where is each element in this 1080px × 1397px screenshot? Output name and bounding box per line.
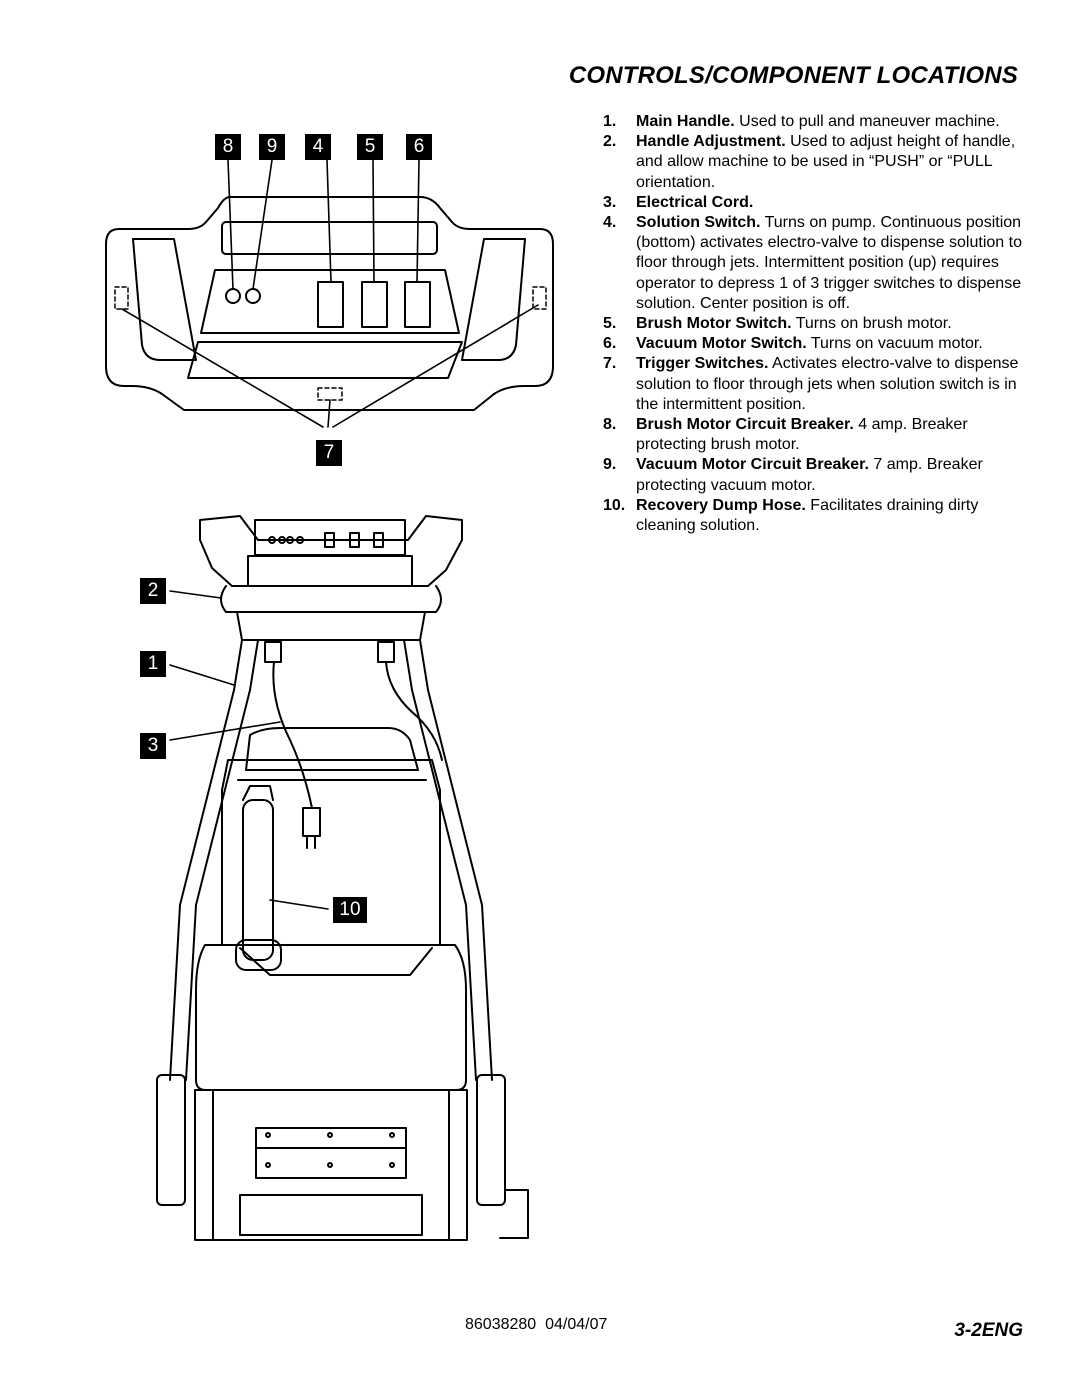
legend-number: 9. [603, 456, 617, 474]
legend-number: 1. [603, 113, 617, 130]
callout-6: 6 [406, 134, 432, 160]
legend-item: 10. Recovery Dump Hose. Facilitates drain… [603, 496, 1023, 536]
legend-name: Vacuum Motor Switch. [636, 335, 807, 353]
legend-number: 3. [603, 193, 617, 211]
legend-name: Brush Motor Switch. [636, 315, 792, 333]
top-leader-lines [121, 159, 539, 428]
legend-item: 8. Brush Motor Circuit Breaker. 4 amp. Br… [603, 415, 1023, 455]
callout-5: 5 [357, 134, 383, 160]
legend-item: 9. Vacuum Motor Circuit Breaker. 7 amp. B… [603, 455, 1023, 495]
legend-item: 5. Brush Motor Switch. Turns on brush mot… [603, 314, 1023, 334]
legend-item: 7. Trigger Switches. Activates electro-va… [603, 354, 1023, 415]
legend-description: Used to pull and maneuver machine. [734, 113, 1000, 130]
legend-item: 3. Electrical Cord. [603, 193, 1023, 213]
control-panel-drawing [105, 196, 554, 411]
legend-name: Main Handle. [636, 113, 735, 130]
legend-description: Activates electro-valve to dispense solu… [636, 355, 1019, 413]
legend-number: 7. [603, 355, 617, 373]
legend-number: 10. [603, 496, 626, 514]
legend-number: 4. [603, 214, 617, 232]
legend-name: Trigger Switches. [636, 355, 769, 373]
machine-drawing [156, 515, 529, 1241]
callout-10: 10 [333, 897, 367, 923]
callout-2: 2 [140, 578, 166, 604]
page-number: 3-2ENG [954, 1320, 1023, 1341]
legend-description: Facilitates draining dirty cleaning solu… [636, 496, 979, 535]
legend-name: Electrical Cord. [636, 193, 754, 211]
legend-name: Vacuum Motor Circuit Breaker. [636, 456, 869, 474]
document-code: 86038280 04/04/07 [465, 1316, 608, 1333]
legend-number: 8. [603, 416, 617, 434]
legend-description: Turns on brush motor. [791, 315, 952, 333]
callout-9: 9 [259, 134, 285, 160]
callout-4: 4 [305, 134, 331, 160]
callout-7: 7 [316, 440, 342, 466]
legend-item: 2. Handle Adjustment. Used to adjust heig… [603, 132, 1023, 193]
legend-item: 6. Vacuum Motor Switch. Turns on vacuum m… [603, 334, 1023, 354]
legend-number: 6. [603, 335, 617, 353]
legend-description: Turns on vacuum motor. [806, 335, 983, 353]
bottom-leader-lines [169, 590, 329, 910]
legend-item: 4. Solution Switch. Turns on pump. Contin… [603, 213, 1023, 314]
legend-number: 2. [603, 133, 617, 151]
callout-8: 8 [215, 134, 241, 160]
callout-3: 3 [140, 733, 166, 759]
legend-description: 4 amp. Breaker protecting brush motor. [636, 416, 968, 454]
legend-item: 1. Main Handle. Used to pull and maneuver… [603, 112, 1023, 132]
legend-description: 7 amp. Breaker protecting vacuum motor. [636, 456, 983, 494]
page-title: CONTROLS/COMPONENT LOCATIONS [568, 62, 1018, 89]
legend-name: Handle Adjustment. [636, 133, 786, 151]
component-legend: 1. Main Handle. Used to pull and maneuver… [603, 112, 1023, 536]
legend-name: Solution Switch. [636, 214, 761, 232]
callout-1: 1 [140, 651, 166, 677]
legend-number: 5. [603, 315, 617, 333]
legend-name: Brush Motor Circuit Breaker. [636, 416, 854, 434]
legend-name: Recovery Dump Hose. [636, 496, 806, 514]
legend-description: Used to adjust height of handle, and all… [636, 133, 1016, 191]
legend-description: Turns on pump. Continuous position (bott… [636, 214, 1022, 312]
